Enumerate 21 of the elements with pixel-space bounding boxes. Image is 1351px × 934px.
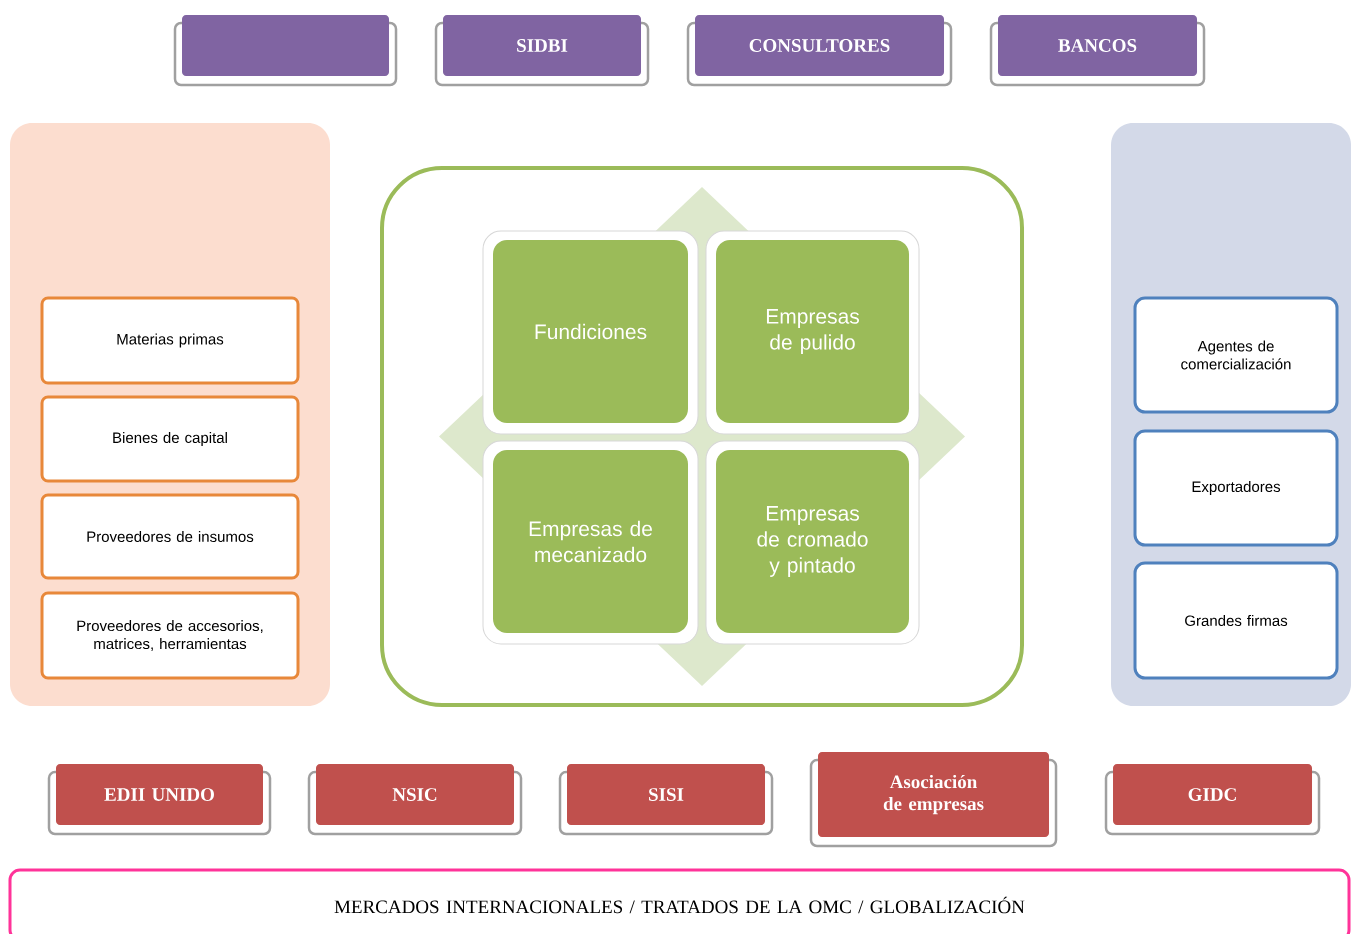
supplier-box: Materias primas <box>40 296 300 385</box>
institution-box: Asociación de empresas <box>809 752 1058 848</box>
institution-box: GIDC <box>1104 764 1321 836</box>
market-box: Grandes firmas <box>1133 561 1339 680</box>
market-box: Exportadores <box>1133 429 1339 547</box>
supplier-box: Bienes de capital <box>40 395 300 483</box>
institution-box: NSIC <box>307 764 523 836</box>
firm-box: Fundiciones <box>482 230 699 435</box>
firm-box: Empresas de cromado y pintado <box>705 440 920 645</box>
institution-box: CONSULTORES <box>686 15 953 87</box>
context-bar: MERCADOS INTERNACIONALES / TRATADOS DE LA OMC / GLOBALIZACIÓN <box>8 868 1351 934</box>
institution-box <box>173 15 398 87</box>
institution-box: SISI <box>558 764 774 836</box>
institution-box: EDII UNIDO <box>47 764 272 836</box>
firm-box: Empresas de pulido <box>705 230 920 435</box>
supplier-box: Proveedores de insumos <box>40 493 300 580</box>
institution-box: BANCOS <box>989 15 1206 87</box>
institution-box: SIDBI <box>434 15 650 87</box>
supplier-box: Proveedores de accesorios, matrices, herramientas <box>40 591 300 680</box>
firm-box: Empresas de mecanizado <box>482 440 699 645</box>
market-box: Agentes de comercialización <box>1133 296 1339 414</box>
